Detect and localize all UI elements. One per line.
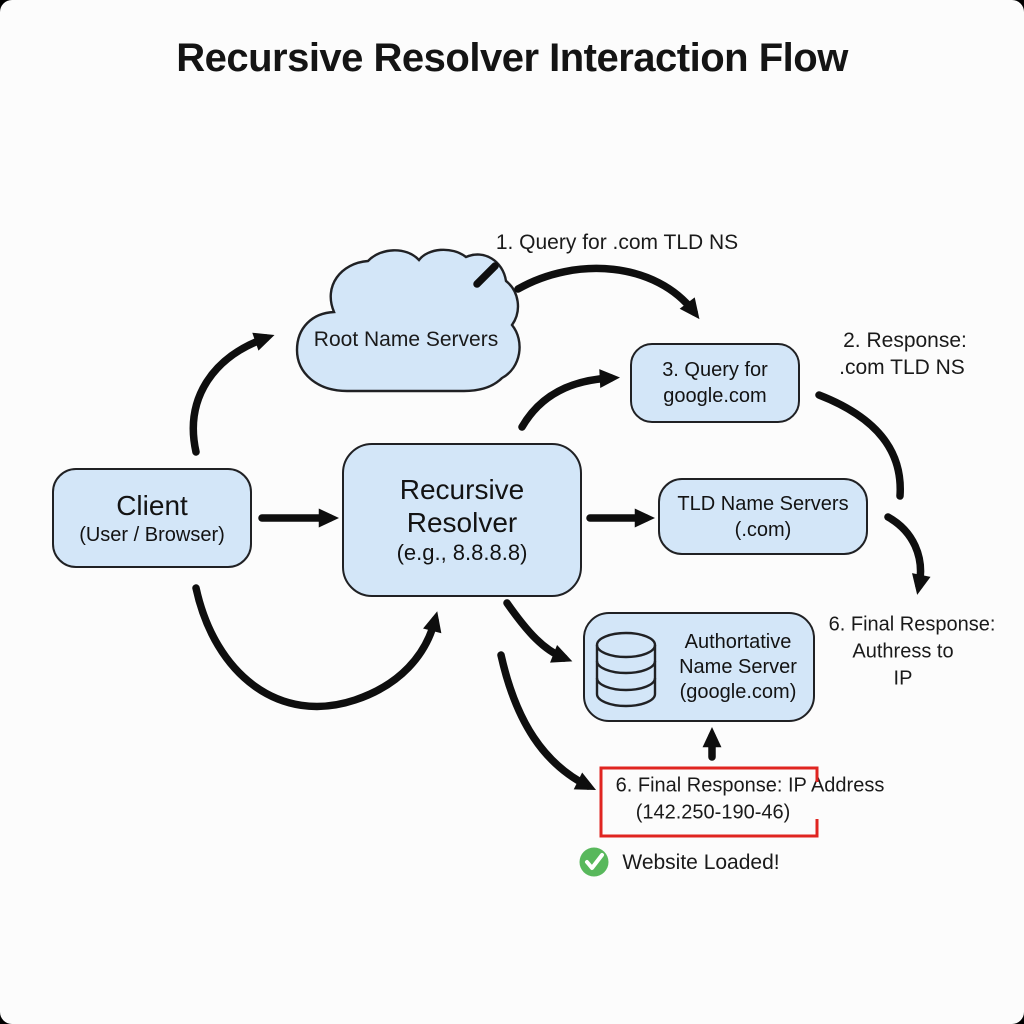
client-subtitle: (User / Browser) [79,523,225,546]
website-loaded-label: Website Loaded! [622,851,780,874]
query-google-line1: 3. Query for [662,359,768,381]
authoritative-line1: Authortative [684,630,792,653]
arrow-resolver-to-query-google [518,369,620,431]
final-response-line1: 6. Final Response: IP Address [615,774,885,797]
final-response-line2: (142.250-190-46) [635,801,791,824]
step6-label-line1: 6. Final Response: [828,613,996,636]
client-node: Client (User / Browser) [52,468,252,568]
query-google-line2: google.com [663,385,767,407]
query-google-node: 3. Query for google.com [630,343,800,423]
checkmark-icon [579,847,609,877]
tld-line1: TLD Name Servers [677,492,849,515]
arrow-resolver-to-authoritative [503,599,573,663]
step2-label-line1: 2. Response: [843,329,967,352]
recursive-resolver-node: Recursive Resolver (e.g., 8.8.8.8) [342,443,582,597]
root-name-servers-cloud [295,248,521,393]
tld-line2: (.com) [734,518,792,541]
authoritative-node: Authortative Name Server (google.com) [583,612,815,722]
step1-label: 1. Query for .com TLD NS [495,231,739,254]
step2-label-line2: .com TLD NS [839,356,965,379]
authoritative-line2: Name Server [679,655,797,678]
arrow-client-return-to-resolver [192,584,442,711]
curve-response-to-step6 [884,513,931,595]
tld-name-servers-node: TLD Name Servers (.com) [658,478,868,555]
step6-label-line2: Authress to [852,640,954,663]
root-name-servers-label: Root Name Servers [313,328,499,351]
client-title: Client [116,489,188,521]
page-title: Recursive Resolver Interaction Flow [176,36,848,80]
authoritative-line3: (google.com) [679,680,797,703]
resolver-line1: Recursive [399,474,525,505]
arrow-resolver-to-final-response [497,651,597,791]
arrow-client-to-root [189,332,275,456]
dash-root-to-step1 [473,262,499,288]
step6-label-line3: IP [893,667,913,690]
resolver-line3: (e.g., 8.8.8.8) [396,540,528,565]
resolver-line2: Resolver [406,507,518,538]
arrow-root-to-query-google [514,264,700,320]
